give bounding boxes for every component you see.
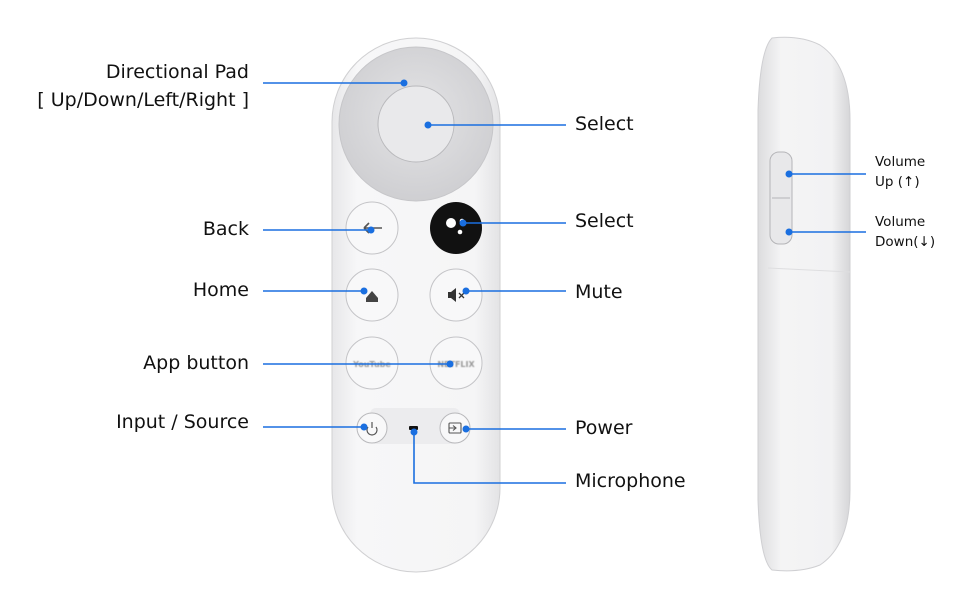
label-dpad-line1: Directional Pad: [105, 61, 249, 83]
assistant-icon: [446, 218, 465, 235]
label-volume-down-line1: Volume: [875, 214, 926, 230]
power-icon: [366, 422, 378, 436]
label-volume-up-line1: Volume: [875, 154, 926, 170]
remote-side-seam: [767, 267, 851, 273]
label-volume-up: Volume Up (↑): [875, 152, 925, 192]
label-app-button: App button: [143, 352, 249, 374]
assistant-button[interactable]: [430, 202, 482, 254]
mute-icon: [448, 288, 465, 302]
label-select-center: Select: [575, 113, 634, 135]
label-mute: Mute: [575, 281, 623, 303]
label-volume-down: Volume Down(↓): [875, 212, 935, 252]
label-dpad: Directional Pad [ Up/Down/Left/Right ]: [0, 58, 249, 114]
netflix-app-label: NETFLIX: [437, 360, 475, 369]
remote-side-body: [757, 36, 851, 572]
label-dpad-line2: [ Up/Down/Left/Right ]: [37, 89, 249, 111]
netflix-app-button[interactable]: [429, 336, 483, 390]
label-microphone: Microphone: [575, 470, 686, 492]
callout-lines: [263, 79, 866, 484]
home-icon: [366, 291, 378, 302]
label-home: Home: [192, 279, 249, 301]
label-select-assistant: Select: [575, 210, 634, 232]
youtube-app-button[interactable]: [345, 336, 399, 390]
label-volume-up-line2: Up (↑): [875, 174, 920, 190]
label-input-source: Input / Source: [116, 411, 249, 433]
label-volume-down-line2: Down(↓): [875, 234, 936, 250]
input-icon: [448, 422, 462, 434]
label-back: Back: [202, 218, 249, 240]
label-power: Power: [575, 417, 633, 439]
select-center-button[interactable]: [377, 85, 455, 163]
